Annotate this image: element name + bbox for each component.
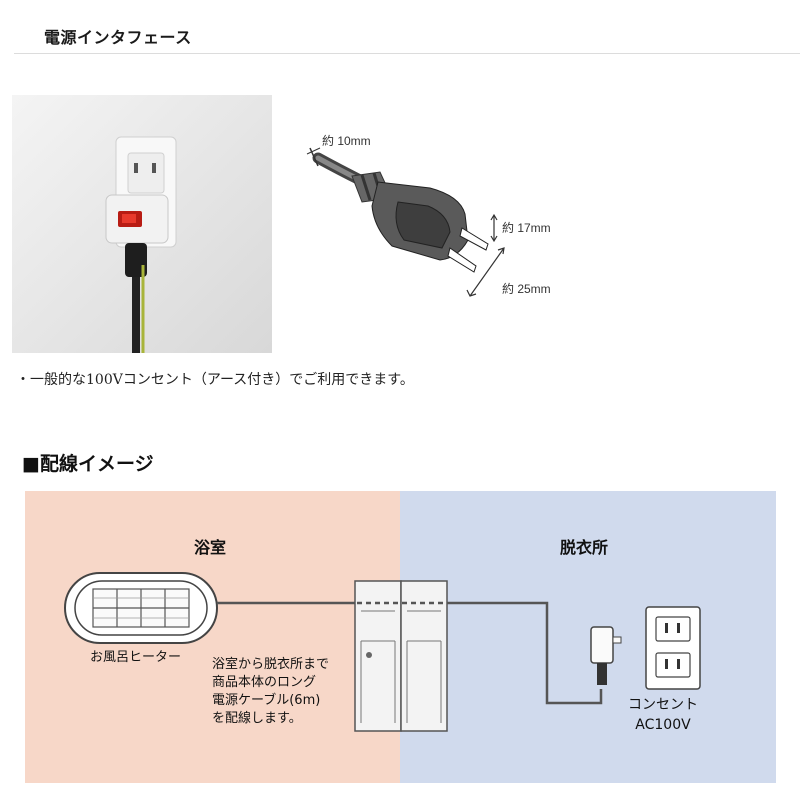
- wiring-heading: ■配線イメージ: [22, 453, 154, 475]
- cable-desc-line: 浴室から脱衣所まで: [212, 657, 330, 672]
- plug-dimension-diagram: 約 10mm 約 17mm 約 25mm: [300, 118, 600, 318]
- wall-door-icon: [354, 580, 448, 732]
- outlet-label-line: コンセント: [628, 697, 698, 713]
- dressing-room-label: 脱衣所: [560, 538, 609, 557]
- bathroom-label: 浴室: [194, 538, 227, 557]
- plug-width-label: 約 10mm: [322, 134, 371, 148]
- power-adapter-icon: [590, 626, 622, 685]
- bath-heater-icon: [64, 572, 218, 644]
- cable-desc-line: 商品本体のロング: [212, 675, 317, 690]
- wall-outlet-icon: [645, 606, 701, 690]
- wiring-diagram: [25, 491, 776, 783]
- section-title: 電源インタフェース: [44, 28, 192, 47]
- cable-desc-line: 電源ケーブル(6m): [212, 693, 321, 708]
- outlet-photo: [12, 95, 272, 353]
- outlet-label: コンセント AC100V: [628, 695, 698, 735]
- cable-desc-line: を配線します。: [212, 711, 302, 726]
- usage-note: ・一般的な100Vコンセント（アース付き）でご利用できます。: [16, 372, 414, 388]
- cable-description: 浴室から脱衣所まで 商品本体のロング 電源ケーブル(6m) を配線します。: [212, 656, 329, 728]
- plug-height-label: 約 17mm: [502, 221, 551, 235]
- plug-length-label: 約 25mm: [502, 282, 551, 296]
- title-divider: [14, 53, 800, 54]
- heater-label: お風呂ヒーター: [90, 650, 182, 665]
- outlet-label-line: AC100V: [635, 717, 691, 733]
- dressing-room-panel: [400, 491, 776, 783]
